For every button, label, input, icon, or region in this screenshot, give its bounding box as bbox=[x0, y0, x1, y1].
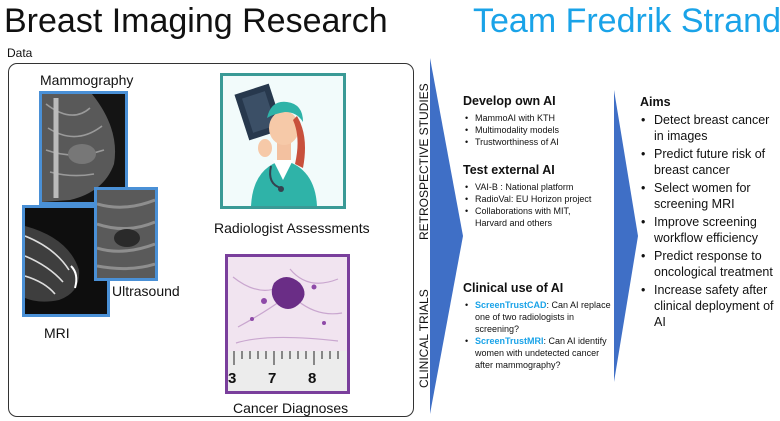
retrospective-label: RETROSPECTIVE STUDIES bbox=[417, 83, 431, 240]
list-item: ScreenTrustCAD: Can AI replace one of tw… bbox=[465, 299, 611, 335]
list-item: ScreenTrustMRI: Can AI identify women wi… bbox=[465, 335, 611, 371]
cancer-label: Cancer Diagnoses bbox=[233, 400, 349, 416]
aim-item: Predict response to oncological treatmen… bbox=[641, 248, 778, 280]
aims-arrow bbox=[614, 90, 638, 382]
test-title: Test external AI bbox=[463, 163, 555, 177]
develop-list: MammoAI with KTH Multimodality models Tr… bbox=[463, 112, 613, 148]
mammography-image bbox=[39, 91, 128, 205]
list-item: Trustworthiness of AI bbox=[465, 136, 613, 148]
data-box bbox=[8, 63, 414, 417]
aim-item: Predict future risk of breast cancer bbox=[641, 146, 778, 178]
aims-list: Detect breast cancer in images Predict f… bbox=[640, 112, 778, 330]
list-item: RadioVal: EU Horizon project bbox=[465, 193, 605, 205]
screentrustmri-text: : Can AI identify women with undetected … bbox=[475, 336, 607, 370]
screentrustcad-name: ScreenTrustCAD bbox=[475, 300, 547, 310]
flow-arrow bbox=[430, 58, 463, 414]
data-label: Data bbox=[7, 46, 33, 60]
screentrustcad-text: : Can AI replace one of two radiologists… bbox=[475, 300, 611, 334]
ruler-number: 3 bbox=[228, 370, 237, 387]
cancer-image bbox=[225, 254, 350, 394]
mri-label: MRI bbox=[44, 325, 70, 341]
aim-item: Increase safety after clinical deploymen… bbox=[641, 282, 778, 330]
clinical-title: Clinical use of AI bbox=[463, 281, 564, 295]
list-item: Multimodality models bbox=[465, 124, 613, 136]
aim-item: Improve screening workflow efficiency bbox=[641, 214, 778, 246]
list-item: VAI-B : National platform bbox=[465, 181, 605, 193]
develop-title: Develop own AI bbox=[463, 94, 556, 108]
clinical-list: ScreenTrustCAD: Can AI replace one of tw… bbox=[463, 299, 611, 371]
radiologist-image bbox=[220, 73, 346, 209]
mammography-label: Mammography bbox=[40, 72, 134, 88]
list-item: MammoAI with KTH bbox=[465, 112, 613, 124]
ruler-number: 7 bbox=[268, 370, 277, 387]
develop-section: Develop own AI MammoAI with KTH Multimod… bbox=[463, 94, 613, 148]
aims-section: Aims Detect breast cancer in images Pred… bbox=[640, 95, 778, 332]
ultrasound-label: Ultrasound bbox=[112, 283, 180, 299]
ruler-number: 8 bbox=[308, 370, 317, 387]
test-list: VAI-B : National platform RadioVal: EU H… bbox=[463, 181, 605, 229]
page-title: Breast Imaging Research bbox=[4, 2, 388, 40]
screentrustmri-name: ScreenTrustMRI bbox=[475, 336, 544, 346]
clinical-trials-label: CLINICAL TRIALS bbox=[417, 289, 431, 388]
aim-item: Select women for screening MRI bbox=[641, 180, 778, 212]
list-item: Collaborations with MIT, Harvard and oth… bbox=[465, 205, 605, 229]
test-section: Test external AI VAI-B : National platfo… bbox=[463, 163, 613, 229]
team-name: Team Fredrik Strand bbox=[473, 2, 780, 40]
aims-title: Aims bbox=[640, 95, 671, 109]
ultrasound-image bbox=[94, 187, 158, 281]
aim-item: Detect breast cancer in images bbox=[641, 112, 778, 144]
radiologist-label: Radiologist Assessments bbox=[214, 220, 370, 236]
clinical-section: Clinical use of AI ScreenTrustCAD: Can A… bbox=[463, 281, 613, 371]
